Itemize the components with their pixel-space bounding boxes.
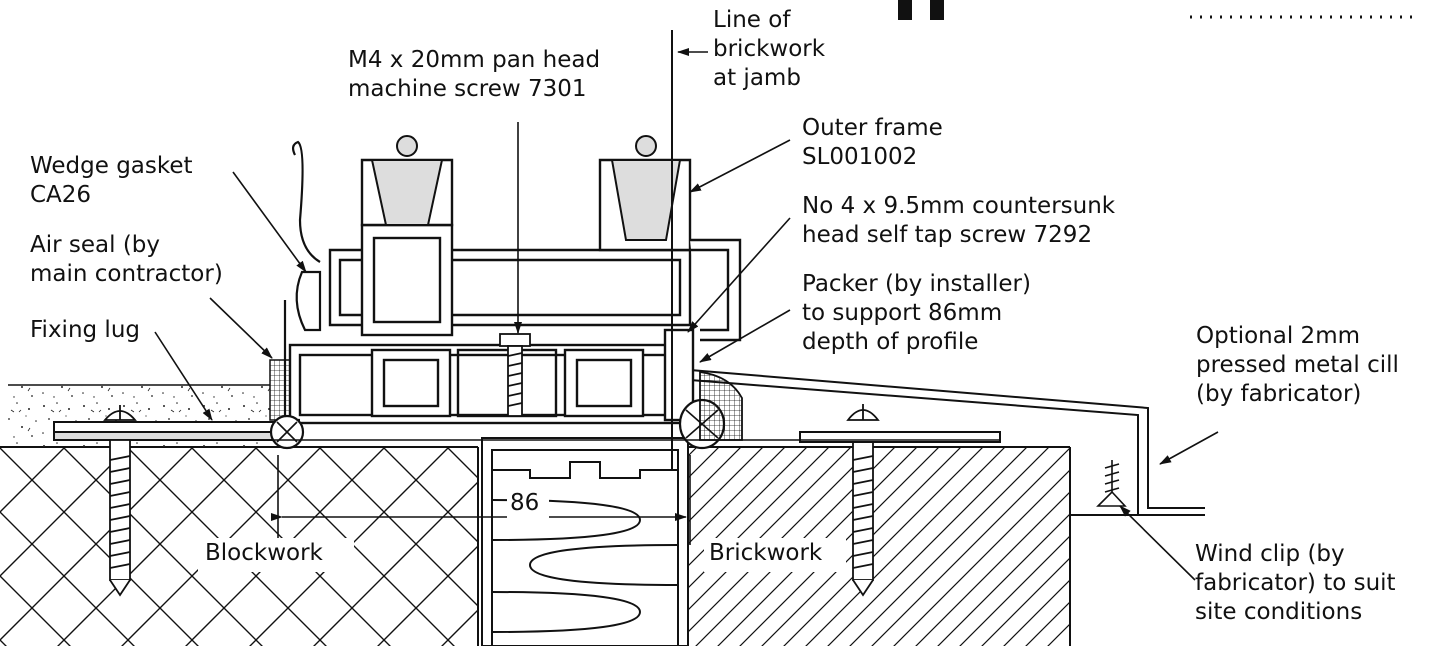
pan-head-screw bbox=[499, 333, 531, 417]
fixing-lug-plate bbox=[53, 421, 275, 441]
dimension-label-bg bbox=[507, 490, 549, 518]
wedge-gasket-label: Wedge gasket CA26 bbox=[30, 153, 193, 208]
countersunk-screw-label: No 4 x 9.5mm countersunk head self tap s… bbox=[802, 193, 1116, 248]
pan-head-screw-label: M4 x 20mm pan head machine screw 7301 bbox=[348, 47, 601, 102]
brickwork-label-bg bbox=[704, 538, 846, 572]
outer-frame-label: Outer frame SL001002 bbox=[802, 115, 943, 170]
pressed-metal-cill bbox=[689, 369, 1205, 516]
optional-cill-label: Optional 2mm pressed metal cill (by fabr… bbox=[1196, 323, 1399, 407]
leader-lines bbox=[154, 48, 1219, 581]
blockwork-label-bg bbox=[198, 538, 354, 572]
corner-block bbox=[898, 0, 912, 20]
blockwork-label: Blockwork bbox=[205, 540, 323, 566]
dimension-86 bbox=[271, 455, 691, 545]
wind-clip-label: Wind clip (by fabricator) to suit site c… bbox=[1195, 541, 1396, 625]
brickwork-label: Brickwork bbox=[709, 540, 823, 566]
packer-label: Packer (by installer) to support 86mm de… bbox=[802, 271, 1031, 355]
blockwork-screw bbox=[103, 405, 137, 597]
fixing-lug-label: Fixing lug bbox=[30, 317, 141, 343]
glazing-wedges bbox=[370, 135, 682, 241]
wind-clip-screw bbox=[1096, 460, 1127, 507]
corner-block-2 bbox=[930, 0, 944, 20]
air-seal-label: Air seal (by main contractor) bbox=[30, 232, 223, 287]
brickwork-plate bbox=[799, 431, 1001, 443]
dimension-86-label: 86 bbox=[510, 490, 540, 516]
cavity-closer bbox=[481, 437, 689, 647]
packer bbox=[699, 370, 743, 441]
line-of-brickwork-label: Line of brickwork at jamb bbox=[713, 7, 826, 91]
outer-frame-profile bbox=[288, 158, 742, 425]
